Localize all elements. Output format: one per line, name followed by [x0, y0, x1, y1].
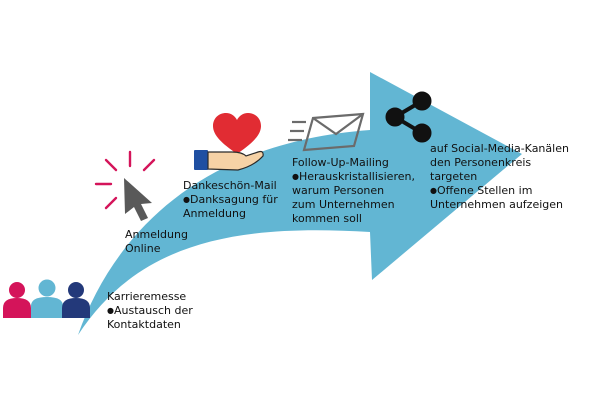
click-cursor-icon [94, 150, 156, 221]
step-bullet-line: kommen soll [292, 212, 362, 225]
step-bullet-line: zum Unternehmen [292, 198, 395, 211]
step-bullet-line: warum Personen [292, 184, 385, 197]
step-bullet-line: Unternehmen aufzeigen [430, 198, 563, 211]
step-bullet-line: Danksagung für [183, 193, 278, 207]
step-bullet-line: Anmeldung [183, 207, 246, 220]
step-title-line: auf Social-Media-Kanälen [430, 142, 569, 155]
step-title-line: den Personenkreis [430, 156, 532, 169]
envelope-icon [288, 112, 365, 152]
step-label-follow-up: Follow-Up-MailingHerauskristallisieren,w… [292, 156, 415, 226]
step-bullet-line: Herauskristallisieren, [292, 170, 415, 184]
step-title-line: Karrieremesse [107, 290, 187, 303]
people-icon [3, 279, 90, 318]
curved-arrow [78, 72, 522, 335]
step-title-line: Anmeldung [125, 228, 188, 241]
step-title-line: Dankeschön-Mail [183, 179, 277, 192]
share-icon [385, 91, 432, 143]
step-title-line: targeten [430, 170, 478, 183]
step-bullet-line: Kontaktdaten [107, 318, 181, 331]
step-bullet-line: Austausch der [107, 304, 193, 318]
step-bullet-line: Offene Stellen im [430, 184, 569, 198]
step-title-line: Follow-Up-Mailing [292, 156, 389, 169]
step-title-line: Online [125, 242, 161, 255]
heart-hand-icon [194, 113, 264, 171]
